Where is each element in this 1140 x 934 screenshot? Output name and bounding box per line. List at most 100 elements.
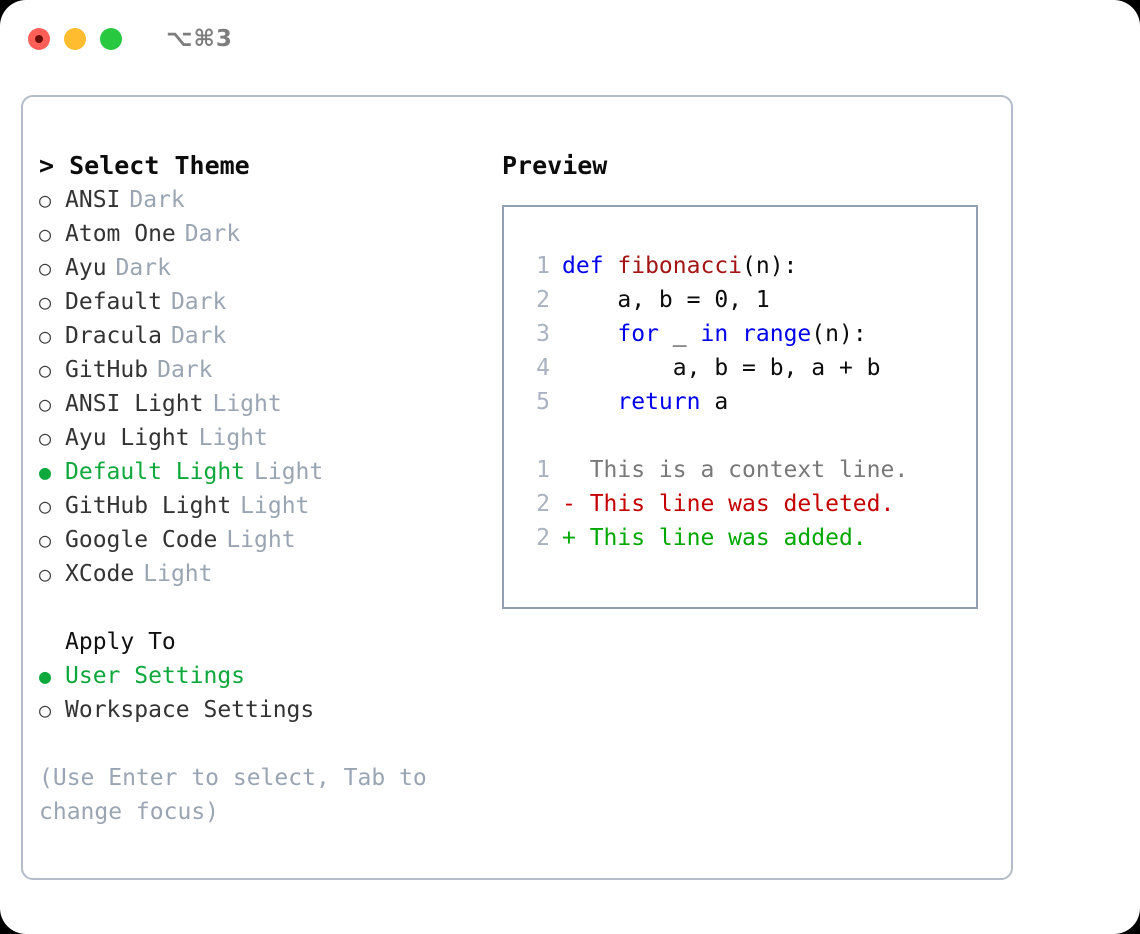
radio-unselected-icon: ○ [39,562,52,586]
theme-option-7[interactable]: ○ Ayu Light Light [39,421,479,455]
radio-unselected-icon: ○ [39,528,52,552]
theme-option-label: Default [65,289,162,315]
diff-line-1: 2 - This line was deleted. [520,487,908,521]
token-plain [562,321,617,347]
apply-to-list: ● User Settings ○Workspace Settings [39,659,479,727]
token-add: + This line was added. [562,525,867,551]
line-number: 2 [536,491,550,517]
token-plain: (n): [742,253,798,279]
code-line-4: 5 return a [520,385,908,419]
theme-option-label: GitHub [65,357,149,383]
code-line-1: 2 a, b = 0, 1 [520,283,908,317]
line-number: 1 [536,457,550,483]
recording-dot-icon [35,35,43,43]
token-plain: a, b = b, a + b [562,355,881,381]
token-plain: a, b = 0, 1 [562,287,770,313]
theme-option-11[interactable]: ○ XCode Light [39,557,479,591]
code-text: This is a context line. [562,453,909,487]
code-text: def fibonacci(n): [562,249,797,283]
theme-option-label: Ayu Light [65,425,190,451]
theme-option-label: ANSI Light [65,391,204,417]
maximize-button[interactable] [100,28,122,50]
apply-to-heading: Apply To [65,629,176,655]
section-spacer [39,591,479,625]
apply-to-option-label: User Settings [65,663,246,689]
code-text: for _ in range(n): [562,317,867,351]
theme-option-9[interactable]: ○ GitHub Light Light [39,489,479,523]
code-text: + This line was added. [562,521,867,555]
radio-unselected-icon: ○ [39,494,52,518]
diff-line-2: 2 + This line was added. [520,521,908,555]
preview-column: Preview [502,149,1002,183]
minimize-button[interactable] [64,28,86,50]
line-number: 5 [536,389,550,415]
code-text: a, b = 0, 1 [562,283,770,317]
radio-unselected-icon: ○ [39,392,52,416]
theme-option-tag: Light [254,459,324,485]
token-kw: in [700,321,729,347]
theme-option-label: ANSI [65,187,121,213]
radio-unselected-icon: ○ [39,290,52,314]
line-number: 2 [536,525,550,551]
code-text: a, b = b, a + b [562,351,881,385]
apply-to-option-0[interactable]: ● User Settings [39,659,479,693]
code-text: - This line was deleted. [562,487,894,521]
theme-option-label: GitHub Light [65,493,232,519]
theme-option-label: Default Light [65,459,246,485]
preview-heading: Preview [502,151,608,180]
token-fn: fibonacci [617,253,743,279]
theme-option-tag: Dark [157,357,213,383]
radio-unselected-icon: ○ [39,188,52,212]
line-number: 1 [536,253,550,279]
theme-option-tag: Dark [170,289,227,315]
title-bar: ⌥⌘3 [0,0,1140,78]
radio-selected-icon: ● [39,664,52,688]
theme-option-tag: Light [143,561,213,587]
token-kw: range [742,321,812,347]
line-number: 3 [536,321,550,347]
code-line-0: 1 def fibonacci(n): [520,249,908,283]
theme-option-tag: Dark [184,221,241,247]
line-number: 2 [536,287,550,313]
token-kw: for [617,321,659,347]
keyboard-hint-text: (Use Enter to select, Tab to change focu… [39,765,427,825]
radio-unselected-icon: ○ [39,256,52,280]
radio-unselected-icon: ○ [39,358,52,382]
theme-option-tag: Light [198,425,268,451]
close-button[interactable] [28,28,50,50]
token-plain: a [700,389,729,415]
token-plain: (n): [811,321,867,347]
radio-unselected-icon: ○ [39,324,52,348]
theme-option-tag: Light [226,527,296,553]
theme-option-3[interactable]: ○ Default Dark [39,285,479,319]
radio-unselected-icon: ○ [39,426,52,450]
select-theme-heading: > Select Theme [39,151,250,180]
theme-option-tag: Dark [170,323,227,349]
theme-option-tag: Light [240,493,310,519]
apply-to-option-1[interactable]: ○Workspace Settings [39,693,479,727]
line-number: 4 [536,355,550,381]
theme-option-label: Dracula [65,323,162,349]
window-controls [28,28,122,50]
token-del: - This line was deleted. [562,491,895,517]
code-blank-line [520,419,908,453]
theme-option-tag: Light [212,391,282,417]
theme-option-6[interactable]: ○ ANSI Light Light [39,387,479,421]
keyboard-shortcut-label: ⌥⌘3 [166,26,233,52]
theme-option-label: XCode [65,561,135,587]
token-kw: def [562,253,618,279]
theme-option-4[interactable]: ○ Dracula Dark [39,319,479,353]
apply-to-option-label: Workspace Settings [65,697,315,723]
theme-option-5[interactable]: ○ GitHub Dark [39,353,479,387]
